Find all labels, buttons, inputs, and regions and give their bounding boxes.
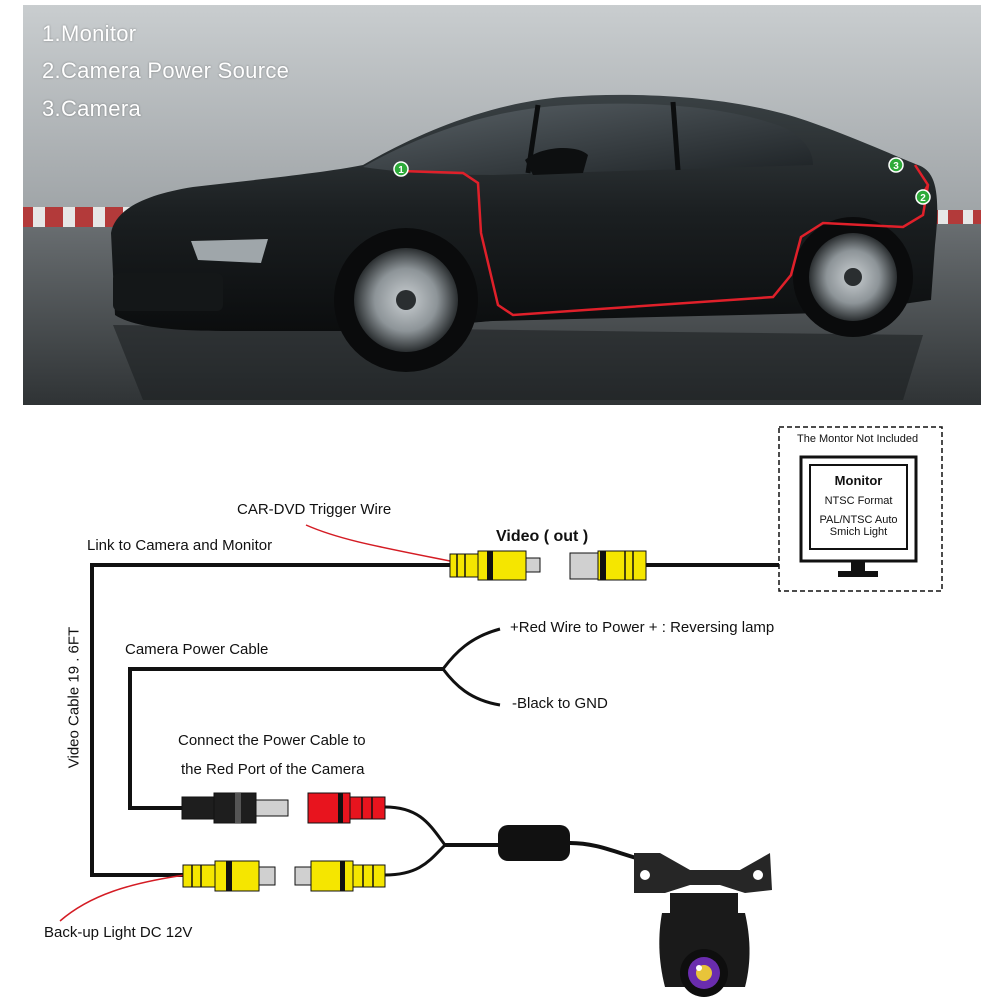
monitor-auto-line1: PAL/NTSC Auto [819,514,898,526]
monitor-not-included-note: The Montor Not Included [797,433,919,445]
black-gnd-label: -Black to GND [512,695,608,712]
video-cable [90,563,450,877]
monitor-dashed-box [778,426,943,592]
backup-light-label: Back-up Light DC 12V [44,924,193,941]
video-cable-length-label: Video Cable 19 . 6FT [65,626,83,769]
trigger-wire-label: CAR-DVD Trigger Wire [237,501,392,518]
monitor-title: Monitor [834,473,883,488]
red-wire-label: +Red Wire to Power + : Reversing lamp [510,619,775,636]
monitor-screen [799,455,918,577]
video-connector-female-right [569,550,647,581]
backup-light-wire [59,874,186,922]
marker-camera: 3 [888,157,904,173]
car-windows [363,103,813,175]
connect-instruction-line2: the Red Port of the Camera [181,761,365,778]
marker-monitor: 1 [393,161,409,177]
power-cable [128,667,443,810]
trigger-wire [305,524,456,563]
link-label: Link to Camera and Monitor [87,537,273,554]
wiring-diagram: The Montor Not Included Monitor NTSC For… [0,415,1000,1000]
video-connector-bottom-left [182,860,276,892]
car-illustration: 1 3 2 [23,5,981,405]
rear-wheel [793,217,913,337]
monitor-auto-line2: Smich Light [829,526,888,538]
barrier-right [928,210,981,224]
camera-illustration [634,853,772,997]
cable-route-trace [400,164,930,317]
legend-camera: 3.Camera [42,96,141,121]
marker-camera-number: 3 [893,161,899,172]
marker-monitor-number: 1 [398,165,404,176]
front-wheel [334,228,478,372]
connect-instruction-line1: Connect the Power Cable to [178,732,366,749]
video-connector-male-left [449,550,541,581]
wiring-lines [59,426,943,997]
video-connector-bottom-right [294,860,386,892]
marker-power-number: 2 [920,193,926,204]
power-connector-black [181,792,289,824]
power-connector-red [307,792,386,824]
monitor-format: NTSC Format [824,495,893,507]
legend-monitor: 1.Monitor [42,21,137,46]
inline-filter [498,825,570,861]
legend-power-source: 2.Camera Power Source [42,58,290,83]
marker-power-source: 2 [915,189,931,205]
video-out-label: Video ( out ) [496,528,589,545]
power-cable-label: Camera Power Cable [125,641,269,658]
car-installation-photo: 1 3 2 1.Monitor 2.Camera Power Source 3.… [23,5,981,405]
